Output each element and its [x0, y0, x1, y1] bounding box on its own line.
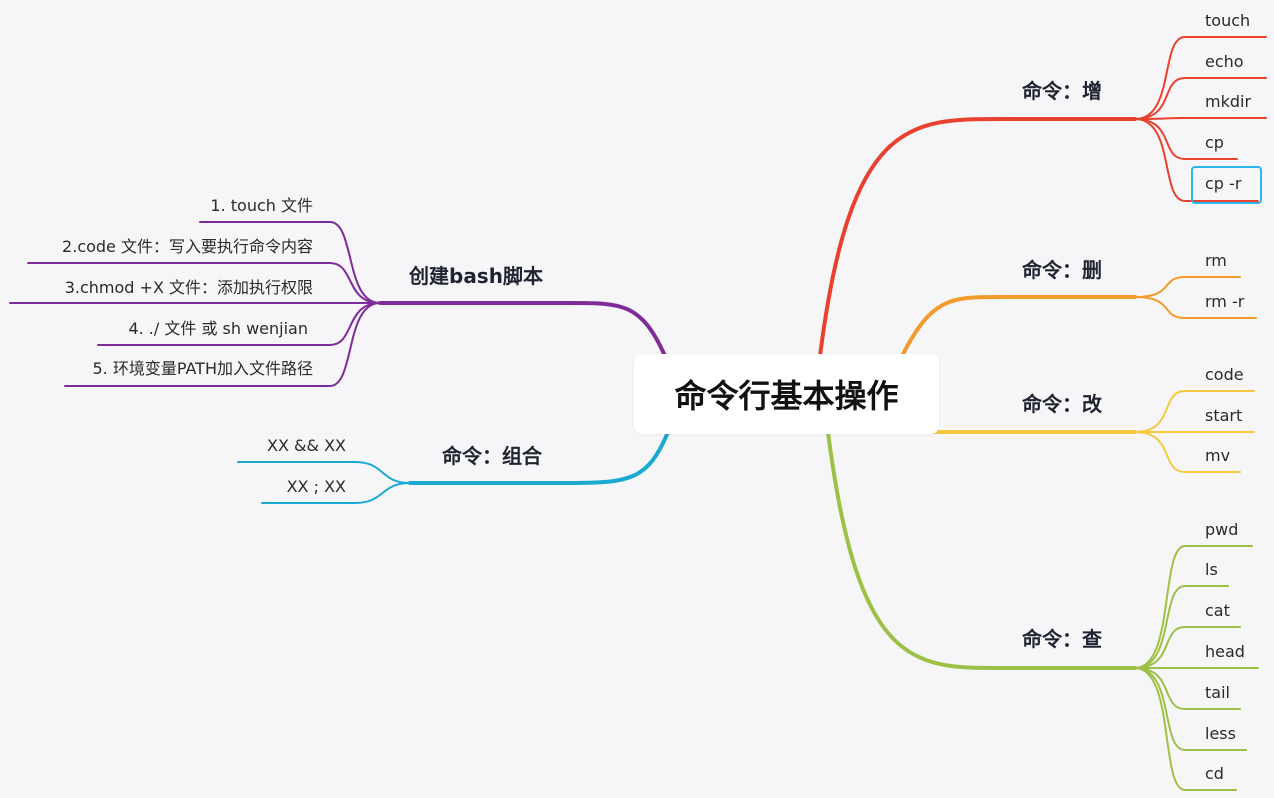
leaf-connector-cha-4: [1134, 667, 1241, 710]
leaf-cp-r[interactable]: cp -r: [1205, 174, 1242, 193]
leaf-connector-zeng-1: [1134, 77, 1267, 120]
leaf-tail[interactable]: tail: [1205, 683, 1230, 702]
leaf-cp[interactable]: cp: [1205, 133, 1224, 152]
leaf-connector-cha-2: [1134, 626, 1241, 669]
leaf-mv[interactable]: mv: [1205, 446, 1231, 465]
leaf-less[interactable]: less: [1205, 724, 1236, 743]
branch-connector-cha: [826, 430, 1137, 670]
leaf-connector-zeng-4: [1134, 118, 1259, 202]
root-title: 命令行基本操作: [674, 377, 899, 415]
branch-connector-zeng: [818, 117, 1137, 358]
leaf-connector-cha-1: [1134, 585, 1229, 669]
leaf-head[interactable]: head: [1205, 642, 1245, 661]
leaf-touch[interactable]: touch: [1205, 11, 1251, 30]
leaf-connector-shan-1: [1134, 296, 1257, 319]
leaf-connector-zeng-2: [1134, 117, 1267, 120]
branch-delete-label[interactable]: 命令：删: [1022, 258, 1102, 282]
branch-bash-label[interactable]: 创建bash脚本: [409, 264, 543, 288]
leaf-connector-bash-4: [64, 302, 381, 387]
selection-highlight: [1191, 166, 1262, 204]
branch-add-label[interactable]: 命令：增: [1022, 79, 1102, 103]
leaf-bash-step-1[interactable]: 1. touch 文件: [210, 196, 313, 215]
leaf-bash-step-4[interactable]: 4. ./ 文件 或 sh wenjian: [128, 319, 308, 338]
leaf-connector-bash-1: [27, 262, 381, 304]
leaf-cd[interactable]: cd: [1205, 764, 1224, 783]
leaf-connector-zuhe-1: [261, 482, 411, 504]
leaf-connector-gai-2: [1134, 431, 1241, 473]
leaf-connector-cha-5: [1134, 667, 1247, 751]
leaf-ls[interactable]: ls: [1205, 560, 1218, 579]
branch-connector-bash: [378, 300, 667, 358]
leaf-rm-r[interactable]: rm -r: [1205, 292, 1245, 311]
leaf-echo[interactable]: echo: [1205, 52, 1244, 71]
leaf-combine-and[interactable]: XX && XX: [267, 436, 346, 455]
leaf-connector-shan-0: [1134, 276, 1241, 298]
root-node[interactable]: 命令行基本操作: [634, 354, 939, 434]
branch-connector-shan: [900, 295, 1137, 358]
leaf-connector-zeng-3: [1134, 118, 1238, 160]
branch-query-label[interactable]: 命令：查: [1022, 627, 1102, 651]
leaf-bash-step-2[interactable]: 2.code 文件：写入要执行命令内容: [62, 237, 313, 256]
leaf-connector-gai-0: [1134, 390, 1255, 433]
leaf-start[interactable]: start: [1205, 406, 1243, 425]
branch-modify-label[interactable]: 命令：改: [1022, 392, 1102, 416]
leaf-bash-step-3[interactable]: 3.chmod +X 文件：添加执行权限: [64, 278, 313, 297]
branch-connector-zuhe: [408, 430, 670, 485]
leaf-bash-step-5[interactable]: 5. 环境变量PATH加入文件路径: [92, 359, 314, 378]
leaf-connector-bash-0: [199, 221, 381, 304]
leaf-cat[interactable]: cat: [1205, 601, 1230, 620]
leaf-connector-zeng-0: [1134, 36, 1267, 120]
leaf-code[interactable]: code: [1205, 365, 1244, 384]
leaf-combine-seq[interactable]: XX ; XX: [286, 477, 346, 496]
leaf-connector-bash-3: [97, 302, 381, 346]
leaf-connector-cha-0: [1134, 545, 1253, 669]
leaf-mkdir[interactable]: mkdir: [1205, 92, 1252, 111]
branch-combine-label[interactable]: 命令：组合: [442, 444, 542, 468]
leaf-connector-cha-6: [1134, 667, 1237, 791]
leaf-rm[interactable]: rm: [1205, 251, 1227, 270]
leaf-connector-zuhe-0: [237, 461, 411, 484]
leaf-pwd[interactable]: pwd: [1205, 520, 1239, 539]
